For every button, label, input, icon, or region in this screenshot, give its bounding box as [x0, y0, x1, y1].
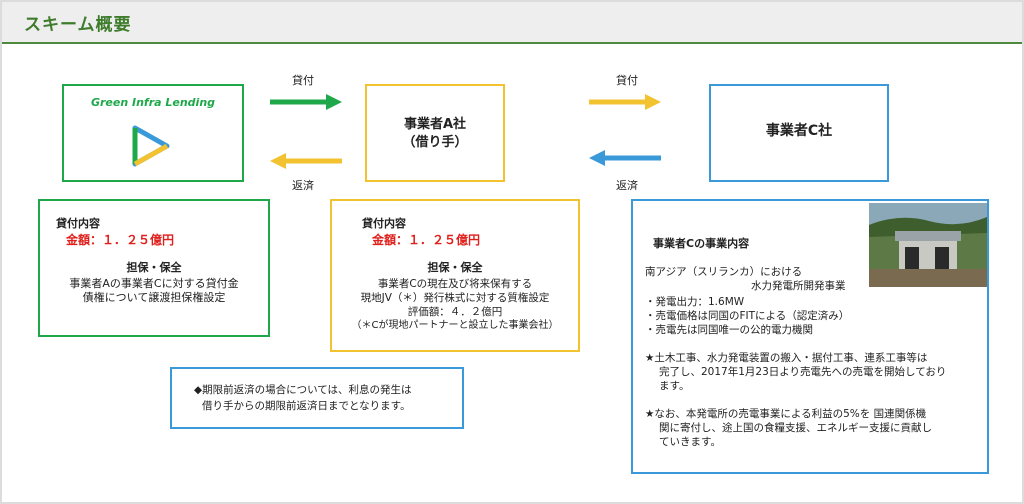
arrow-left-blue-icon: [589, 150, 661, 166]
company-c-name: 事業者C社: [765, 123, 833, 139]
loan-detail-box-2: 貸付内容 金額：１．２５億円 担保・保全 事業者Cの現在及び将来保有する 現地J…: [330, 199, 580, 352]
arrow-left-yellow-icon: [270, 153, 342, 169]
collateral-desc-2b: 現地JV（＊）発行株式に対する質権設定: [360, 292, 550, 304]
donation-line-2: 関に寄付し、途上国の食糧支援、エネルギー支援に貢献し: [659, 422, 932, 434]
status-line-1: ★土木工事、水力発電装置の搬入・据付工事、連系工事等は: [645, 352, 928, 364]
donation-line-1: ★なお、本発電所の売電事業による利益の5%を 国連関係機: [645, 408, 927, 420]
spec-buyer: ・売電先は同国唯一の公的電力機関: [645, 324, 813, 336]
repay-label-2: 返済: [616, 179, 638, 192]
spec-output: ・発電出力：1.6MW: [645, 296, 745, 308]
company-c-business-box: 事業者Cの事業内容 南アジア（スリランカ）における 水力発電所開発事業 ・発電出…: [631, 199, 989, 474]
business-type: 水力発電所開発事業: [751, 280, 846, 292]
jv-footnote: （＊Cが現地パートナーと設立した事業会社）: [351, 320, 559, 331]
repay-label-1: 返済: [292, 179, 314, 192]
collateral-desc-2a: 事業者Cの現在及び将来保有する: [377, 278, 533, 290]
status-line-2: 完了し、2017年1月23日より売電先への売電を開始しており: [659, 366, 947, 378]
company-c-box: 事業者C社: [709, 84, 889, 182]
hydro-plant-photo: [869, 203, 987, 287]
spec-price: ・売電価格は同国のFITによる（認定済み）: [645, 310, 850, 322]
collateral-heading-2: 担保・保全: [427, 261, 483, 274]
page-title: スキーム概要: [24, 15, 132, 35]
collateral-heading-1: 担保・保全: [126, 261, 182, 274]
lend-label-1: 貸付: [292, 74, 314, 87]
early-repayment-note: ◆期限前返済の場合については、利息の発生は 借り手からの期限前返済日までとなりま…: [170, 367, 464, 429]
company-a-name: 事業者A社: [403, 117, 467, 132]
business-title: 事業者Cの事業内容: [653, 237, 750, 250]
loan-amount-1: 金額：１．２５億円: [66, 233, 175, 247]
collateral-desc-1a: 事業者Aの事業者Cに対する貸付金: [69, 277, 239, 290]
status-line-3: ます。: [659, 380, 690, 392]
note-line-2: 借り手からの期限前返済日までとなります。: [202, 400, 411, 412]
loan-title-1: 貸付内容: [56, 217, 100, 230]
valuation-text: 評価額：４．２億円: [407, 306, 503, 318]
gil-box: Green Infra Lending: [62, 84, 244, 182]
loan-amount-2: 金額：１．２５億円: [372, 233, 481, 247]
note-line-1: ◆期限前返済の場合については、利息の発生は: [194, 384, 412, 396]
lend-label-2: 貸付: [616, 74, 638, 87]
loan-title-2: 貸付内容: [362, 217, 406, 230]
arrow-right-green-icon: [270, 94, 342, 110]
loan-detail-box-1: 貸付内容 金額：１．２５億円 担保・保全 事業者Aの事業者Cに対する貸付金 債権…: [38, 199, 270, 337]
gil-name: Green Infra Lending: [90, 96, 216, 109]
business-location: 南アジア（スリランカ）における: [645, 266, 803, 278]
company-a-box: 事業者A社 （借り手）: [365, 84, 505, 182]
company-a-role: （借り手）: [402, 135, 468, 150]
gil-logo-icon: [132, 125, 170, 167]
arrow-right-yellow-icon: [589, 94, 661, 110]
header-bar: スキーム概要: [2, 2, 1022, 44]
collateral-desc-1b: 債権について譲渡担保権設定: [82, 291, 226, 304]
donation-line-3: ていきます。: [659, 436, 721, 448]
